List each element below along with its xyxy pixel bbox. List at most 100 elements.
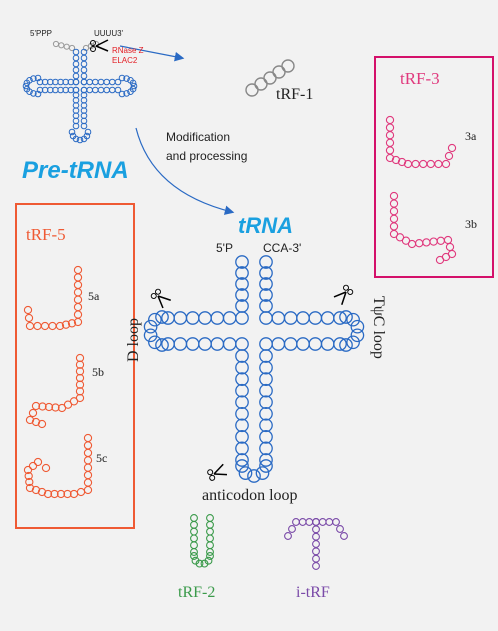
nucleotide-bead — [73, 295, 83, 304]
nucleotide-bead — [283, 311, 298, 325]
nucleotide-bead — [336, 525, 344, 533]
nucleotide-bead — [83, 485, 93, 495]
arrow-to-trna — [135, 127, 235, 215]
trf5-box — [15, 203, 135, 529]
nucleotide-bead — [36, 78, 44, 86]
nucleotide-bead — [441, 159, 451, 169]
nucleotide-bead — [75, 373, 85, 383]
nucleotide-bead — [84, 128, 92, 136]
nucleotide-bead — [395, 233, 405, 242]
nucleotide-bead — [31, 485, 41, 495]
nucleotide-bead — [411, 159, 420, 169]
trf3b-fragment — [389, 191, 457, 265]
nucleotide-bead — [68, 44, 76, 52]
trna-5prime: 5'P — [216, 241, 233, 255]
nucleotide-bead — [444, 151, 454, 161]
nucleotide-bead — [73, 302, 83, 312]
nucleotide-bead — [210, 337, 225, 351]
nucleotide-bead — [38, 402, 47, 411]
nucleotide-bead — [83, 478, 93, 487]
nucleotide-bead — [57, 403, 67, 413]
nucleotide-bead — [75, 360, 85, 369]
nucleotide-bead — [259, 459, 273, 473]
nucleotide-bead — [419, 159, 428, 169]
nucleotide-bead — [114, 78, 122, 86]
nucleotide-bead — [24, 313, 34, 323]
nucleotide-bead — [206, 534, 214, 543]
nucleotide-bead — [51, 403, 60, 412]
nucleotide-bead — [118, 90, 126, 98]
nucleotide-bead — [259, 406, 273, 421]
trf5-title: tRF-5 — [26, 225, 66, 244]
nucleotide-bead — [72, 66, 80, 74]
nucleotide-bead — [259, 349, 273, 363]
nucleotide-bead — [235, 372, 249, 386]
nucleotide-bead — [312, 518, 320, 526]
nucleotide-bead — [422, 238, 431, 247]
nucleotide-bead — [37, 419, 47, 429]
trna-title: tRNA — [238, 213, 293, 238]
trf3-box — [374, 56, 494, 278]
nucleotide-bead — [56, 489, 66, 499]
nucleotide-bead — [72, 122, 80, 130]
nucleotide-bead — [109, 78, 116, 86]
nucleotide-bead — [340, 532, 348, 540]
nucleotide-bead — [350, 319, 365, 334]
nucleotide-bead — [127, 88, 134, 95]
nucleotide-bead — [80, 78, 88, 86]
nucleotide-bead — [185, 337, 200, 351]
nucleotide-bead — [161, 337, 175, 351]
nucleotide-bead — [34, 90, 42, 98]
nucleotide-bead — [312, 547, 320, 556]
nucleotide-bead — [25, 415, 35, 425]
tpsic-loop-label: TψC loop — [370, 296, 387, 359]
nucleotide-bead — [72, 78, 80, 86]
nucleotide-bead — [83, 470, 93, 480]
scissors-icon — [333, 284, 354, 305]
nucleotide-bead — [69, 397, 79, 406]
nucleotide-bead — [80, 122, 88, 130]
nucleotide-bead — [346, 312, 360, 327]
nucleotide-bead — [206, 514, 214, 522]
nucleotide-bead — [148, 335, 162, 350]
nucleotide-bead — [235, 277, 249, 291]
nucleotide-bead — [63, 43, 70, 50]
trf1-label: tRF-1 — [276, 86, 313, 103]
nucleotide-bead — [123, 90, 130, 97]
nucleotide-bead — [130, 82, 138, 90]
nucleotide-bead — [41, 463, 51, 473]
nucleotide-bead — [190, 541, 198, 550]
nucleotide-bead — [204, 556, 213, 565]
nucleotide-bead — [385, 131, 395, 140]
nucleotide-bead — [114, 86, 122, 94]
enzyme-elac2: ELAC2 — [112, 56, 138, 65]
scissors-icon — [207, 463, 228, 481]
nucleotide-bead — [385, 123, 395, 132]
nucleotide-bead — [190, 527, 198, 536]
trf2-fragment — [190, 514, 214, 568]
nucleotide-bead — [435, 255, 445, 265]
nucleotide-bead — [235, 337, 249, 351]
nucleotide-bead — [80, 72, 88, 80]
nucleotide-bead — [254, 77, 268, 91]
nucleotide-bead — [97, 78, 105, 86]
nucleotide-bead — [263, 71, 277, 85]
nucleotide-bead — [434, 159, 443, 169]
nucleotide-bead — [33, 321, 42, 331]
nucleotide-bead — [83, 441, 93, 450]
nucleotide-bead — [31, 401, 41, 411]
nucleotide-bead — [389, 214, 399, 223]
nucleotide-bead — [43, 489, 53, 499]
nucleotide-bead — [415, 239, 424, 248]
nucleotide-bead — [298, 518, 307, 526]
nucleotide-bead — [296, 311, 310, 325]
nucleotide-bead — [235, 288, 249, 302]
nucleotide-bead — [288, 525, 296, 533]
nucleotide-bead — [109, 86, 116, 94]
nucleotide-bead — [235, 395, 249, 410]
nucleotide-bead — [206, 552, 214, 560]
nucleotide-bead — [283, 337, 298, 351]
nucleotide-bead — [63, 489, 72, 499]
nucleotide-bead — [40, 321, 50, 331]
nucleotide-bead — [50, 489, 59, 499]
